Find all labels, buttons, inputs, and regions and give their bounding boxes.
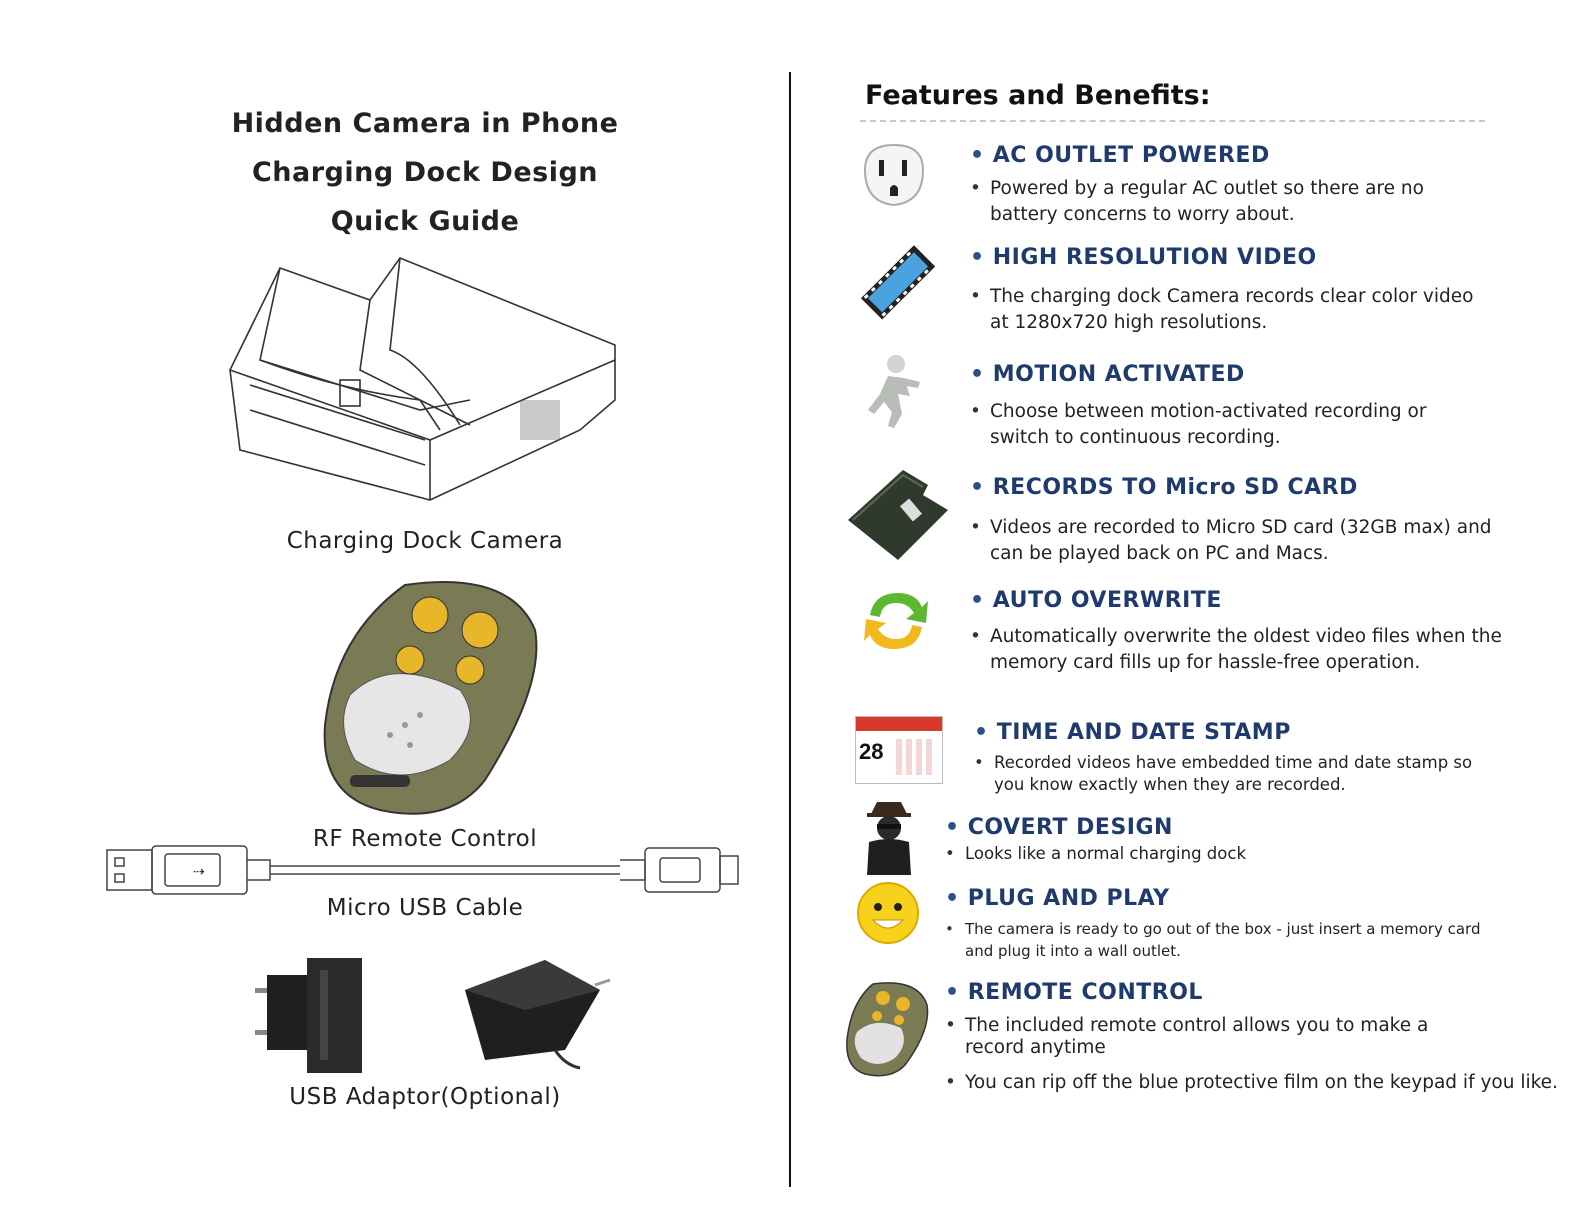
feature-title-covert: COVERT DESIGN	[945, 815, 1173, 840]
spy-icon	[867, 802, 911, 875]
smiley-icon	[857, 882, 919, 944]
cable-caption: Micro USB Cable	[326, 895, 524, 921]
feature-title-remote: REMOTE CONTROL	[945, 980, 1203, 1005]
feature-desc-ac-outlet: •Powered by a regular AC outlet so there…	[970, 178, 1424, 225]
feature-title-auto-overwrite: AUTO OVERWRITE	[970, 588, 1222, 613]
remote-caption: RF Remote Control	[312, 826, 538, 852]
feature-title-ac-outlet: AC OUTLET POWERED	[970, 143, 1270, 168]
feature-desc-covert: •Looks like a normal charging dock	[945, 844, 1246, 863]
calendar-day: 28	[859, 739, 884, 764]
remote-icon	[846, 982, 929, 1077]
feature-desc-auto-overwrite: •Automatically overwrite the oldest vide…	[970, 626, 1502, 673]
feature-title-sd-card: RECORDS TO Micro SD CARD	[970, 475, 1358, 500]
charging-dock-illustration	[229, 257, 616, 501]
dock-caption: Charging Dock Camera	[286, 528, 564, 554]
feature-desc-sd-card: •Videos are recorded to Micro SD card (3…	[970, 517, 1492, 564]
feature-desc-remote-1: •The included remote control allows you …	[945, 1015, 1429, 1058]
feature-desc-date-stamp: •Recorded videos have embedded time and …	[974, 753, 1473, 794]
title-line-1: Hidden Camera in Phone	[231, 108, 619, 139]
usb-adaptor-illustration	[255, 958, 611, 1073]
features-heading: Features and Benefits:	[865, 80, 1211, 111]
svg-text:⇢: ⇢	[193, 864, 205, 880]
micro-usb-cable-illustration: ⇢	[106, 845, 739, 895]
sd-card-icon	[848, 470, 948, 560]
feature-title-date-stamp: TIME AND DATE STAMP	[974, 720, 1291, 745]
feature-desc-plug-play: •The camera is ready to go out of the bo…	[945, 920, 1481, 960]
feature-title-plug-play: PLUG AND PLAY	[945, 886, 1170, 911]
feature-desc-motion: •Choose between motion-activated recordi…	[970, 401, 1427, 448]
outlet-icon	[863, 143, 925, 207]
calendar-icon: 28	[855, 716, 943, 784]
film-strip-icon	[860, 245, 936, 320]
title-line-3: Quick Guide	[330, 206, 520, 237]
heading-rule	[860, 120, 1485, 122]
feature-desc-remote-2: •You can rip off the blue protective fil…	[945, 1072, 1558, 1093]
refresh-arrows-icon	[864, 593, 928, 649]
running-figure-icon	[868, 355, 920, 428]
feature-desc-high-res: •The charging dock Camera records clear …	[970, 286, 1474, 333]
rf-remote-illustration	[323, 581, 538, 815]
title-line-2: Charging Dock Design	[251, 157, 599, 188]
page-divider	[789, 72, 791, 1187]
feature-title-motion: MOTION ACTIVATED	[970, 362, 1245, 387]
adaptor-caption: USB Adaptor(Optional)	[289, 1084, 561, 1110]
feature-title-high-res: HIGH RESOLUTION VIDEO	[970, 245, 1317, 270]
